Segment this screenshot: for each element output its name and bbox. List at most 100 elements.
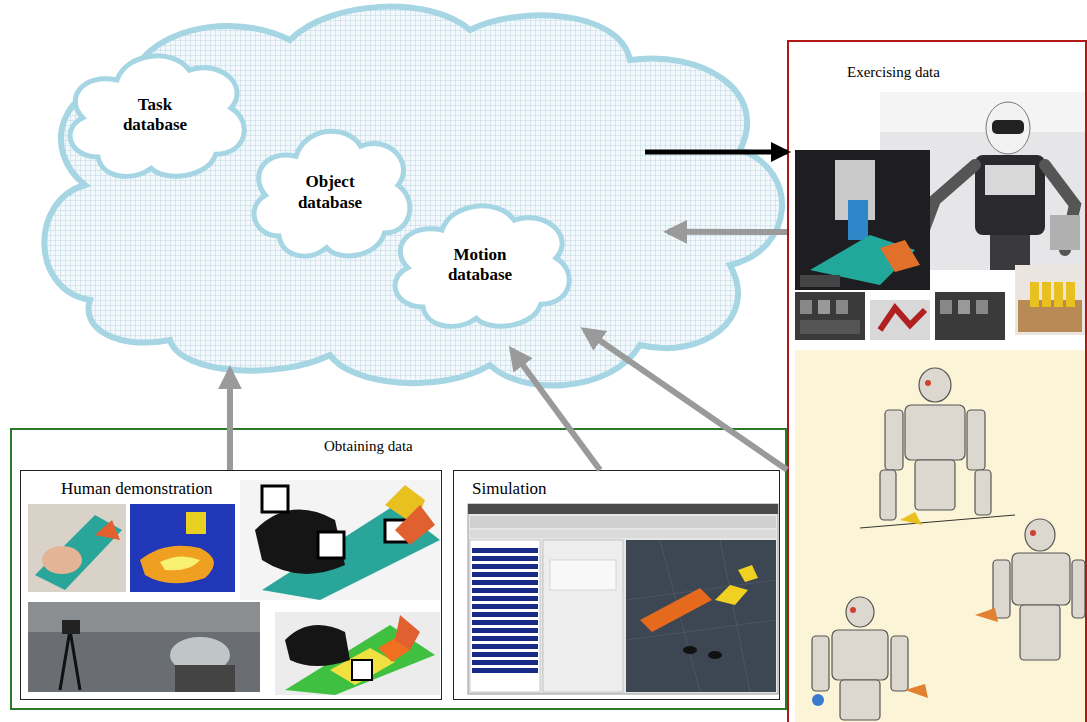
demonstration-photos <box>28 504 126 592</box>
database-cloud: Task database <box>60 45 250 185</box>
demonstration-photos <box>60 630 80 690</box>
simulated-robots <box>795 350 1087 722</box>
simulated-robots <box>915 460 955 510</box>
demonstration-photos <box>35 515 122 590</box>
simulation-screenshot <box>472 548 538 673</box>
arrow-connector <box>585 330 788 470</box>
simulation-screenshot <box>472 660 538 665</box>
simulated-robots <box>891 636 908 691</box>
parts-photos <box>870 300 930 340</box>
simulation-screenshot <box>468 504 778 694</box>
simulated-robots <box>1072 560 1085 618</box>
simulation-screenshot <box>472 572 538 577</box>
parts-photos <box>935 292 1005 340</box>
panel-title: Exercising data <box>845 64 942 81</box>
demonstration-photos <box>262 486 288 512</box>
demonstration-photos <box>160 556 200 570</box>
parts-photos <box>940 300 952 314</box>
demonstration-photos <box>95 520 120 540</box>
demonstration-photos <box>140 546 214 584</box>
panel-box: Simulation <box>453 470 780 700</box>
panel-title: Human demonstration <box>59 479 215 499</box>
simulation-screenshot <box>543 540 623 692</box>
parts-photos <box>795 265 1085 340</box>
panel-title: Obtaining data <box>322 438 415 455</box>
simulated-robots <box>967 410 985 470</box>
demonstration-photos <box>42 546 82 574</box>
simulated-robots <box>919 368 951 402</box>
simulation-screenshot <box>708 651 722 659</box>
simulated-robots <box>1020 605 1060 660</box>
simulation-screenshot <box>472 548 538 553</box>
simulation-screenshot <box>472 604 538 609</box>
database-cloud <box>254 131 410 256</box>
demonstration-photos <box>130 504 235 592</box>
robot-photo <box>1050 215 1080 250</box>
demonstration-photos <box>62 620 80 634</box>
parts-photos <box>818 300 830 314</box>
simulated-robots <box>850 607 856 613</box>
simulation-screenshot <box>472 620 538 625</box>
panel-box: Obtaining dataHuman demonstration Simulat… <box>10 428 787 710</box>
simulation-screenshot <box>472 556 538 561</box>
gripper-photo <box>795 150 930 290</box>
parts-photos <box>1054 282 1063 307</box>
parts-photos <box>1066 282 1075 307</box>
simulation-screenshot <box>472 636 538 641</box>
simulation-screenshot <box>472 564 538 569</box>
simulation-screenshot <box>472 652 538 657</box>
database-cloud: Object database <box>245 120 415 265</box>
simulation-screenshot <box>470 530 776 538</box>
simulated-robots <box>1012 553 1070 605</box>
simulation-screenshot <box>470 540 540 692</box>
simulated-robots <box>812 636 829 691</box>
demonstration-photos <box>352 660 372 680</box>
demonstration-photos <box>318 532 344 558</box>
simulation-screenshot <box>715 585 748 605</box>
parts-photos <box>1042 282 1051 307</box>
demonstration-photos <box>175 665 235 692</box>
gripper-photo <box>800 275 840 287</box>
parts-photos <box>1015 265 1085 335</box>
simulated-robots <box>900 512 922 525</box>
gripper-photo <box>880 240 920 272</box>
parts-photos <box>836 300 848 314</box>
simulation-screenshot <box>470 516 776 528</box>
arrow-connector <box>668 229 787 235</box>
database-label: Task database <box>105 95 205 136</box>
demonstration-photos <box>255 510 345 574</box>
simulated-robots <box>975 608 998 622</box>
database-label: Motion database <box>430 245 530 286</box>
robot-photo <box>975 155 1045 235</box>
robot-photo <box>985 165 1035 195</box>
demonstration-photos <box>275 612 440 695</box>
gripper-photo <box>795 150 930 290</box>
simulated-robots <box>1025 519 1055 551</box>
simulated-robots <box>885 410 903 470</box>
demonstration-photos <box>240 480 440 600</box>
robot-photo <box>990 235 1030 270</box>
simulation-screenshot <box>738 565 758 582</box>
database-cloud: Motion database <box>385 195 575 335</box>
simulation-screenshot <box>472 580 538 585</box>
simulation-screenshot <box>550 560 616 590</box>
simulation-screenshot <box>640 588 712 632</box>
arrow-connector <box>227 370 233 470</box>
demonstration-photos <box>395 505 435 545</box>
panel-box: Human demonstration <box>20 470 442 700</box>
simulation-screenshot <box>472 588 538 593</box>
simulation-screenshot <box>720 540 750 692</box>
simulated-robots <box>846 597 874 627</box>
parts-photos <box>976 300 988 314</box>
parts-photos <box>1030 282 1039 307</box>
cloud-outline <box>44 7 782 386</box>
arrow-connector <box>645 149 787 154</box>
simulation-screenshot <box>472 668 538 673</box>
simulation-screenshot <box>626 540 776 692</box>
simulation-screenshot <box>472 612 538 617</box>
panel-box: Exercising data <box>787 40 1087 722</box>
simulated-robots <box>840 680 880 720</box>
robot-photo <box>992 120 1024 134</box>
simulated-robots <box>905 684 928 698</box>
parts-photos <box>800 320 860 334</box>
